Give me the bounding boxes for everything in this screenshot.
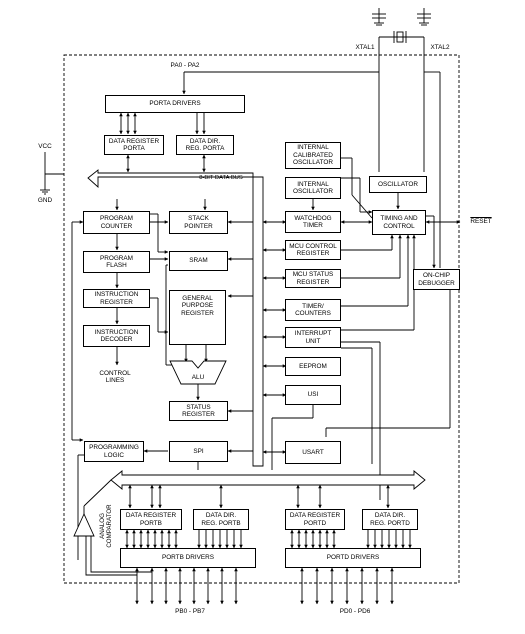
portd-pins (300, 567, 394, 605)
label-pa0-pa2: PA0 - PA2 (170, 62, 200, 69)
portd-link-lines (290, 529, 412, 549)
portb-drivers: PORTB DRIVERS (120, 548, 256, 568)
timer-counters: TIMER/ COUNTERS (285, 299, 341, 321)
watchdog-timer: WATCHDOG TIMER (285, 211, 341, 233)
label-pd0-pd6: PD0 - PD6 (339, 608, 371, 615)
internal-oscillator: INTERNAL OSCILLATOR (285, 177, 341, 199)
timing-and-control: TIMING AND CONTROL (372, 210, 426, 235)
portb-pins (135, 567, 238, 605)
instruction-register: INSTRUCTION REGISTER (83, 289, 150, 308)
eeprom: EEPROM (285, 357, 341, 376)
chip-boundary (63, 54, 460, 584)
sram: SRAM (169, 251, 228, 271)
label-xtal1: XTAL1 (355, 44, 375, 51)
data-register-porta: DATA REGISTER PORTA (104, 135, 164, 155)
label-control-lines: CONTROL LINES (99, 370, 131, 385)
data-register-portd: DATA REGISTER PORTD (285, 509, 345, 530)
internal-calibrated-oscillator: INTERNAL CALIBRATED OSCILLATOR (285, 142, 341, 169)
stack-pointer: STACK POINTER (169, 211, 228, 234)
program-counter: PROGRAM COUNTER (83, 211, 150, 234)
portd-drivers: PORTD DRIVERS (285, 548, 421, 568)
label-vcc: VCC (38, 143, 52, 150)
alu-shape (169, 360, 227, 385)
mcu-status-register: MCU STATUS REGISTER (285, 269, 341, 288)
portb-link-lines (125, 529, 243, 549)
programming-logic: PROGRAMMING LOGIC (84, 441, 144, 462)
analog-comparator-shape (73, 512, 95, 537)
data-register-portb: DATA REGISTER PORTB (120, 509, 182, 530)
label-gnd: GND (37, 197, 53, 204)
program-flash: PROGRAM FLASH (83, 251, 150, 273)
oscillator: OSCILLATOR (369, 176, 427, 193)
data-bus-8bit (87, 169, 264, 467)
label-analog-comparator: ANALOG COMPARATOR (99, 504, 113, 548)
label-alu: ALU (191, 374, 205, 381)
general-purpose-register: GENERAL PURPOSE REGISTER (169, 290, 226, 345)
usi: USI (285, 385, 341, 405)
label-data-bus: 8-BIT DATA BUS (199, 175, 243, 181)
status-register: STATUS REGISTER (169, 401, 228, 421)
interrupt-unit: INTERRUPT UNIT (285, 327, 341, 348)
usart: USART (285, 441, 341, 464)
on-chip-debugger: ON-CHIP DEBUGGER (413, 269, 460, 290)
label-xtal2: XTAL2 (430, 44, 450, 51)
data-dir-reg-porta: DATA DIR. REG. PORTA (176, 135, 234, 155)
spi: SPI (169, 441, 228, 462)
label-pb0-pb7: PB0 - PB7 (175, 608, 205, 615)
data-dir-reg-portb: DATA DIR. REG. PORTB (193, 509, 249, 530)
data-dir-reg-portd: DATA DIR. REG. PORTD (362, 509, 418, 530)
mcu-control-register: MCU CONTROL REGISTER (285, 240, 341, 260)
label-reset: RESET (470, 218, 492, 225)
porta-drivers: PORTA DRIVERS (105, 95, 245, 113)
instruction-decoder: INSTRUCTION DECODER (83, 325, 150, 347)
crystal-symbol (372, 8, 431, 172)
lower-bus (110, 470, 426, 490)
